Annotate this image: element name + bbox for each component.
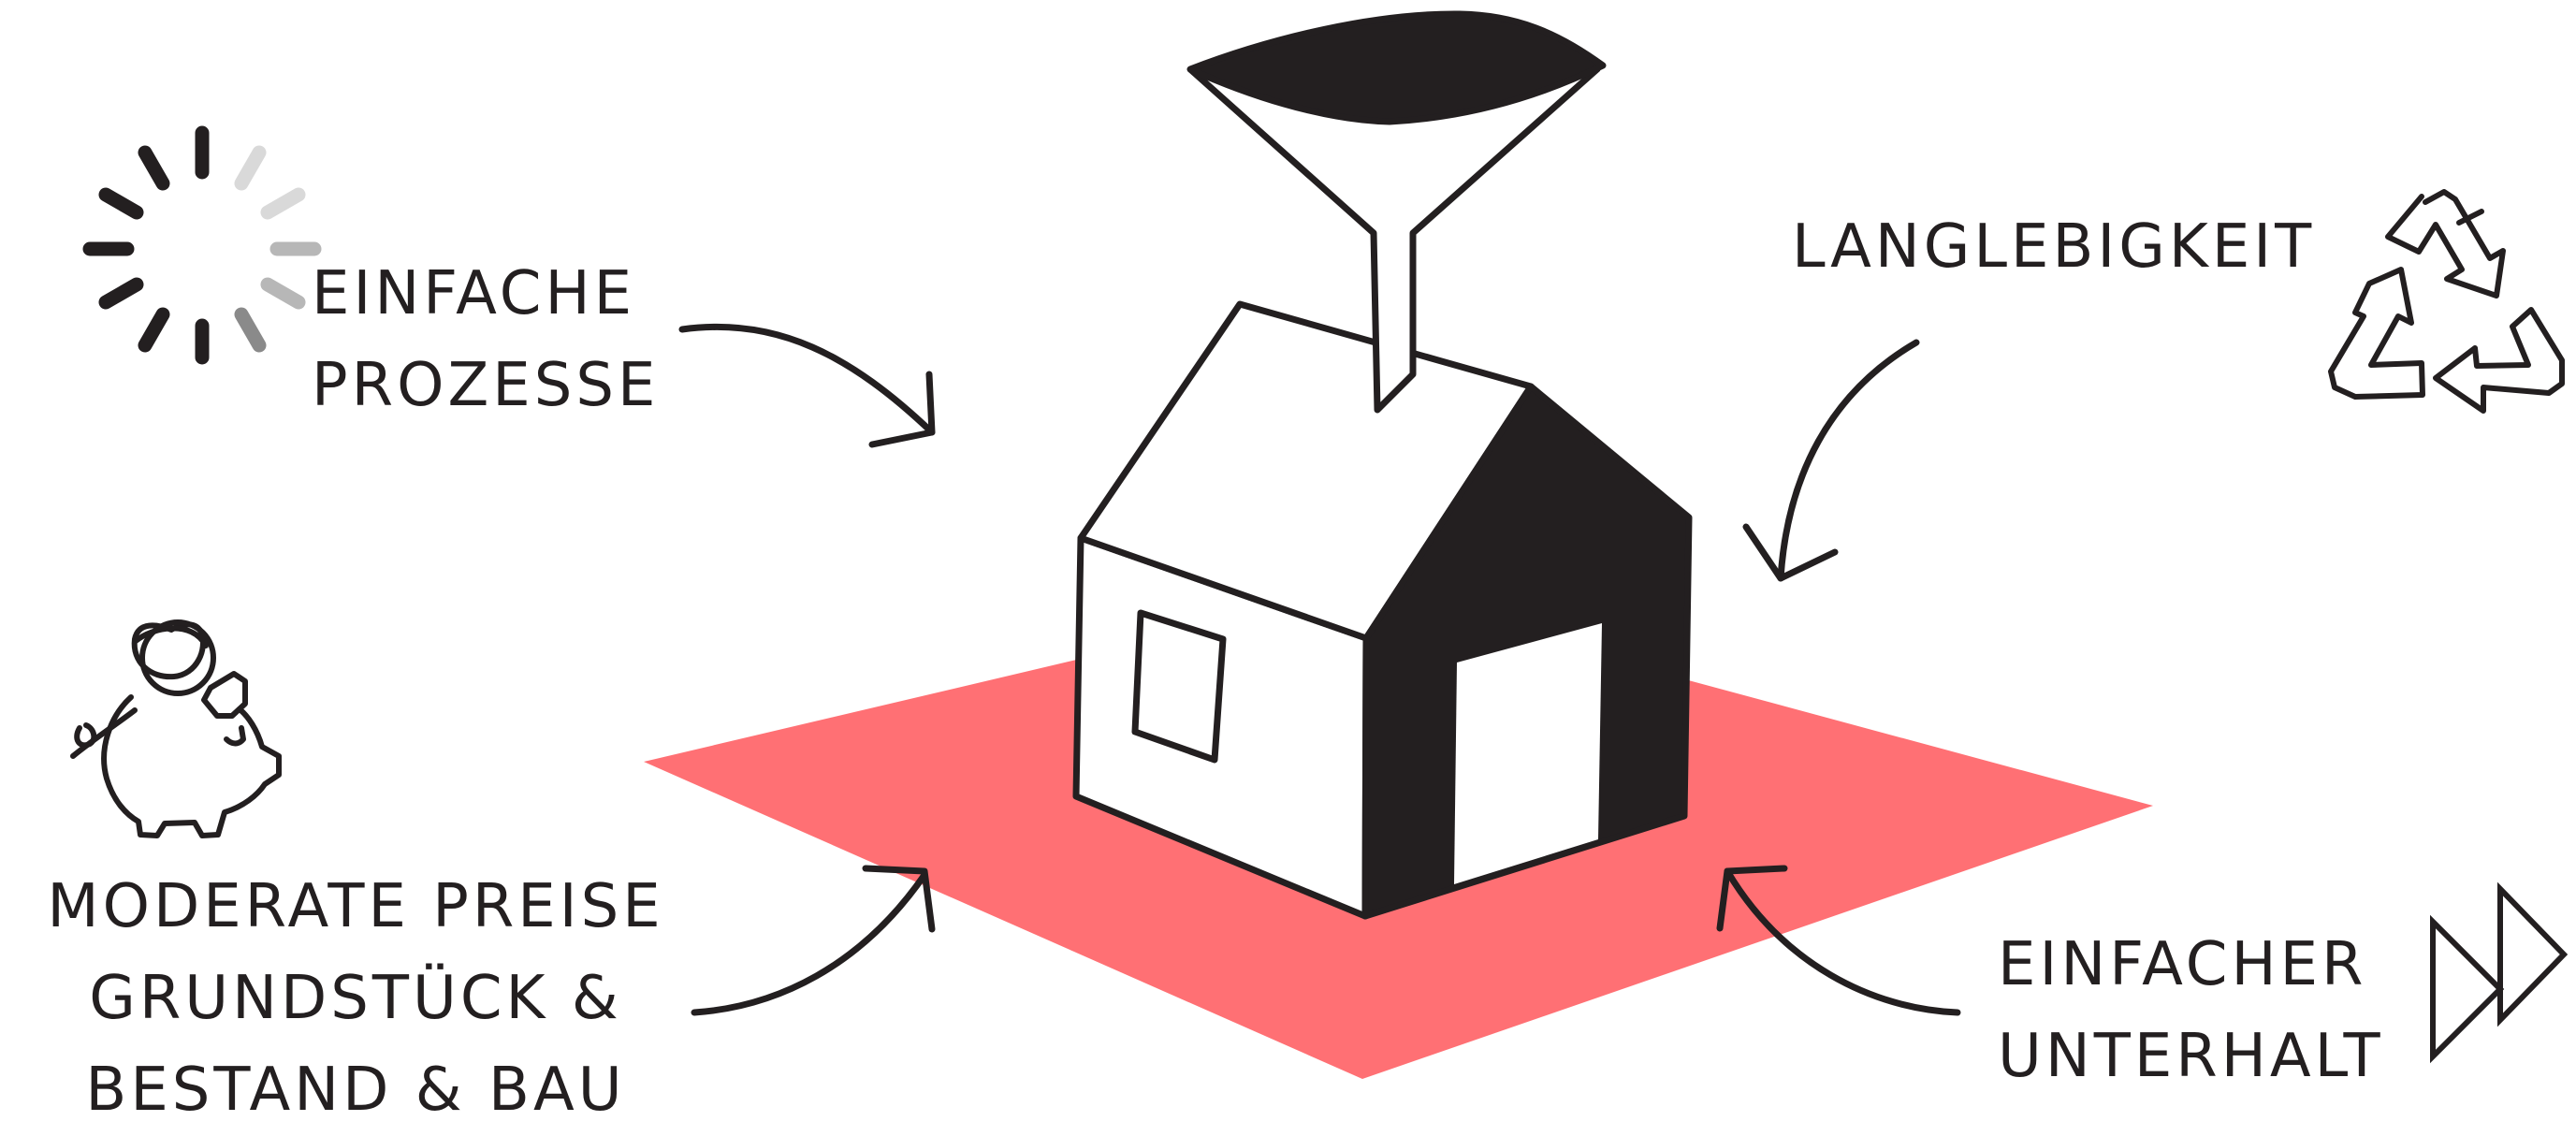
label-einfacher-unterhalt: EINFACHER UNTERHALT: [1998, 919, 2384, 1102]
label-moderate-preise: MODERATE PREISE GRUNDSTÜCK & BESTAND & B…: [19, 861, 692, 1136]
loading-spinner-icon: [82, 125, 322, 365]
recycle-icon: [2328, 189, 2565, 414]
piggy-bank-icon: [70, 619, 282, 838]
label-line: MODERATE PREISE: [47, 872, 664, 941]
arrow-top-left: [678, 323, 936, 448]
label-line: BESTAND & BAU: [85, 1056, 626, 1125]
label-line: EINFACHE: [312, 259, 636, 328]
funnel-icon: [1186, 10, 1607, 414]
label-line: GRUNDSTÜCK &: [89, 964, 622, 1033]
label-langlebigkeit: LANGLEBIGKEIT: [1792, 201, 2315, 293]
window: [1131, 609, 1227, 764]
arrow-bottom-right: [1716, 865, 1961, 1016]
arrow-top-right: [1742, 339, 1920, 582]
house-icon: [1072, 300, 1693, 920]
arrow-bottom-left: [691, 865, 936, 1016]
label-line: PROZESSE: [312, 351, 660, 420]
label-line: EINFACHER: [1998, 930, 2367, 999]
label-einfache-prozesse: EINFACHE PROZESSE: [312, 248, 659, 431]
label-line: UNTERHALT: [1998, 1022, 2384, 1091]
label-line: LANGLEBIGKEIT: [1792, 212, 2316, 282]
door: [1454, 623, 1602, 884]
fast-forward-icon: [2430, 881, 2569, 1064]
